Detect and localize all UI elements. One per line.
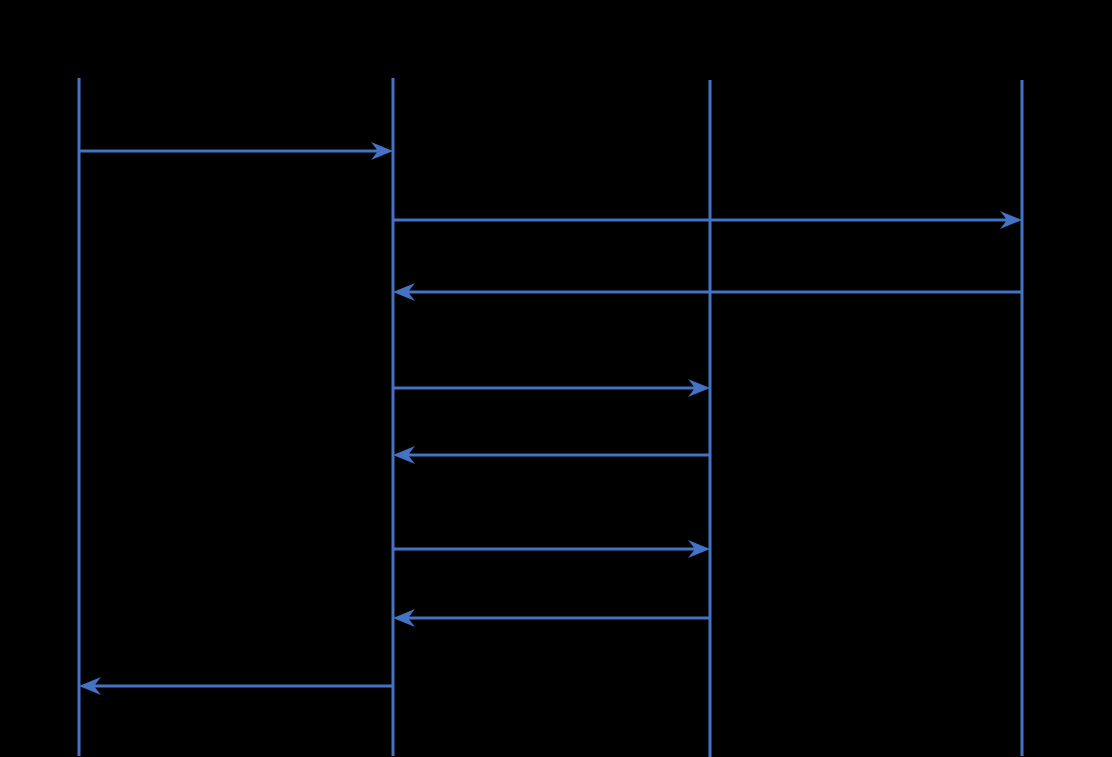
- message-8-arrowhead-icon: [79, 677, 101, 695]
- message-6-arrowhead-icon: [688, 540, 710, 558]
- message-4-arrowhead-icon: [688, 379, 710, 397]
- message-3-arrowhead-icon: [393, 283, 415, 301]
- message-5-arrowhead-icon: [393, 446, 415, 464]
- message-1-arrowhead-icon: [371, 142, 393, 160]
- message-2-arrowhead-icon: [1000, 211, 1022, 229]
- message-7-arrowhead-icon: [393, 609, 415, 627]
